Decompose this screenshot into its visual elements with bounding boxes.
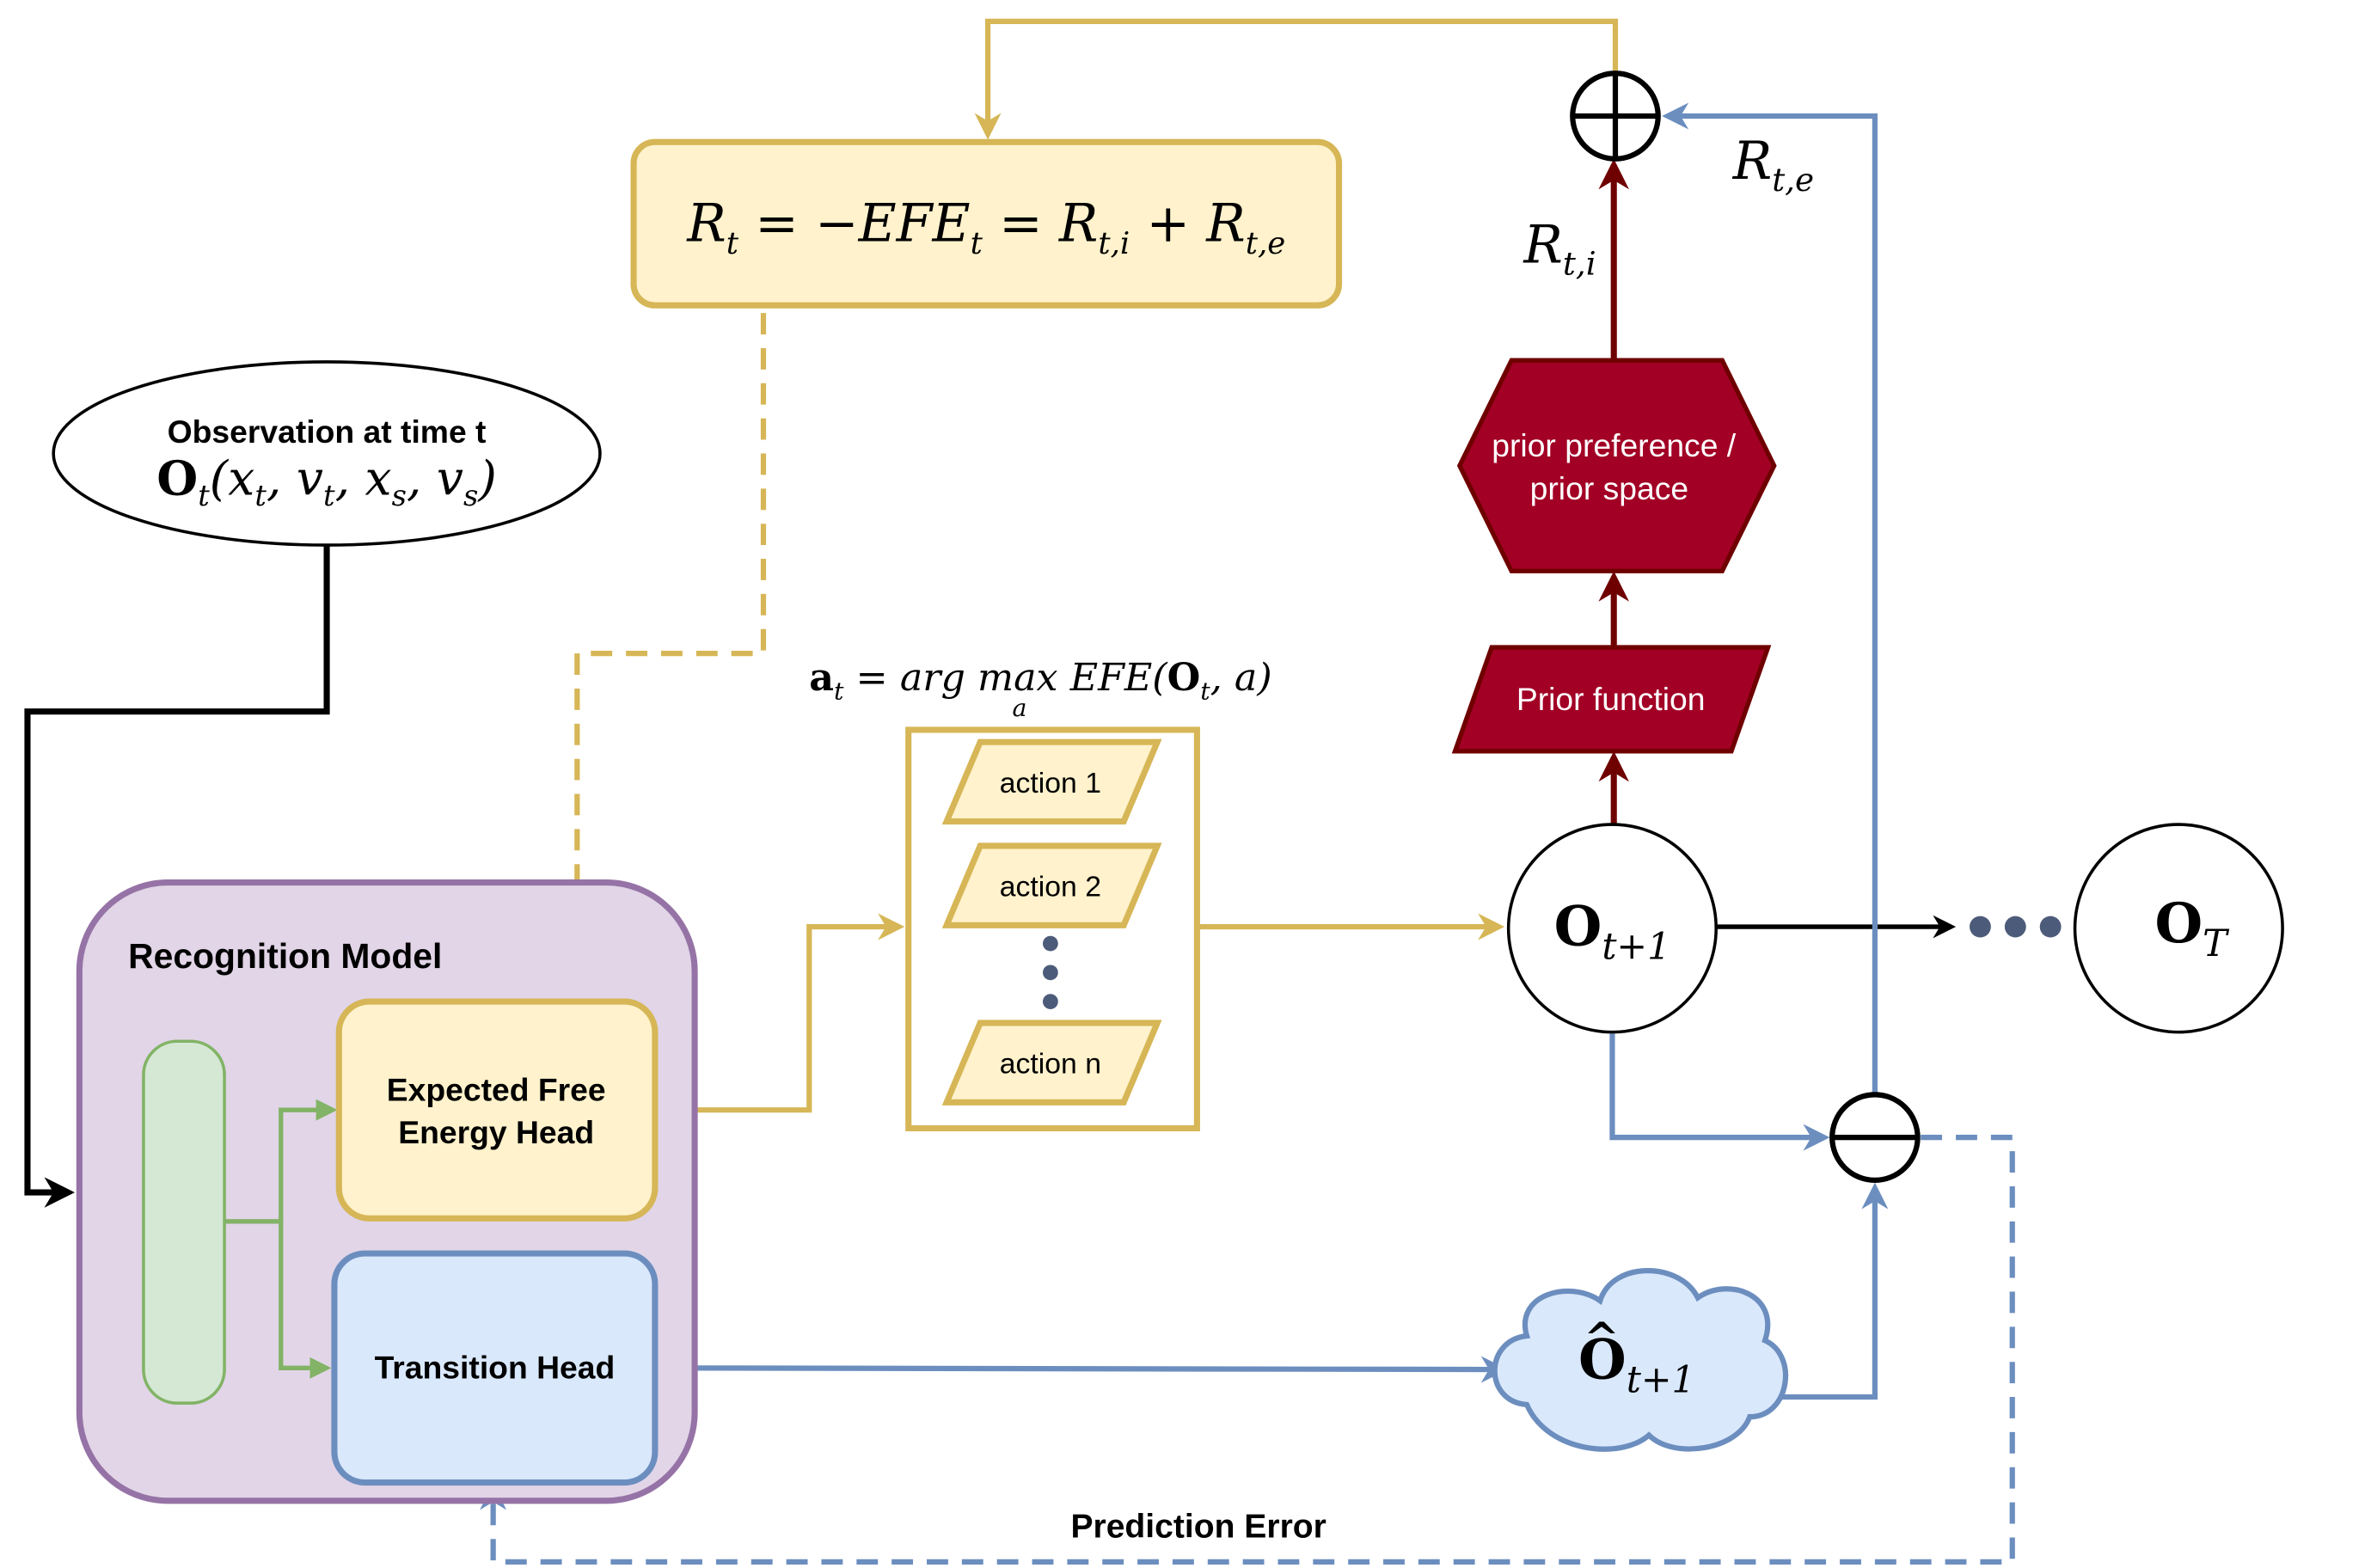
observation-vector: Ot(xt, vt, xs, vs) [156,450,497,511]
action-label: action n [1000,1048,1101,1081]
sum-node [1570,70,1661,162]
prior-space-hexagon [1456,358,1777,573]
reward-feedback-arrow [974,18,1619,140]
future-dot [1970,916,1991,938]
extrinsic-reward-label: Rt,e [1732,132,1814,199]
argmax-subscript: a [1012,694,1026,722]
prior-space-label-line2: prior space [1530,470,1688,506]
encoder-to-efe-arrowhead [316,1099,338,1121]
prior-function-label: Prior function [1516,681,1706,717]
prior-function-box [1451,645,1772,754]
prediction-error-label: Prediction Error [1070,1508,1326,1545]
final-observation-label: OT [2154,891,2230,965]
efe-head [335,998,659,1222]
action-label: action 1 [1000,767,1101,799]
encoder-to-transition-arrowhead [309,1357,332,1379]
shared-encoder [142,1039,226,1405]
predicted-observation-hat: ^ [1584,1313,1620,1363]
reward-box [630,138,1343,309]
transition-to-prediction-arrow [654,1356,1508,1383]
actions-layer: action 1 action 2 action n [941,738,1162,1106]
next-observation-label: Ot+1 [1554,894,1671,968]
reward-to-efe-dashed-arrow [563,313,767,998]
action-label: action 2 [1000,871,1101,903]
next-observation-node [1506,823,1718,1034]
observation-to-model-arrow [24,545,330,1208]
error-to-sum-arrow [1662,102,1878,1097]
prediction-to-error-arrow [1780,1182,1889,1400]
action-option: action 1 [941,738,1162,825]
prior-space-label-line1: prior preference / [1492,427,1737,463]
observation-title: Observation at time t [168,413,487,450]
reward-equation: Rt = −EFEt = Rt,i + Rt,e [686,194,1285,261]
action-shape [941,738,1162,825]
action-shape [941,842,1162,928]
next-obs-to-error-arrow [1609,1033,1830,1151]
future-dot [2039,916,2062,938]
recognition-model-title: Recognition Model [128,936,442,976]
predicted-observation-cloud [1492,1267,1788,1452]
observation-ellipse [52,360,602,547]
efe-head-label-line1: Expected Free [387,1072,606,1108]
action-option: action 2 [941,842,1162,928]
transition-head-label: Transition Head [375,1350,616,1386]
action-selection-formula: at = arg max EFE(Ot, a) [809,655,1271,706]
prediction-error-dashed-arrow [480,1135,2015,1565]
ellipsis-dot [1042,935,1058,952]
action-option: action n [941,1020,1162,1106]
intrinsic-reward-label: Rt,i [1523,216,1596,283]
ellipsis-dot [1042,994,1058,1009]
future-dot [2004,916,2026,938]
difference-node [1829,1092,1921,1183]
predicted-observation-label: Ot+1 [1578,1328,1695,1402]
action-shape [941,1020,1162,1106]
final-observation-node [2073,823,2284,1034]
transition-head [331,1250,659,1486]
ellipsis-dot [1042,965,1058,981]
efe-to-actions-arrow [654,913,905,1113]
efe-head-label-line2: Energy Head [398,1114,594,1150]
